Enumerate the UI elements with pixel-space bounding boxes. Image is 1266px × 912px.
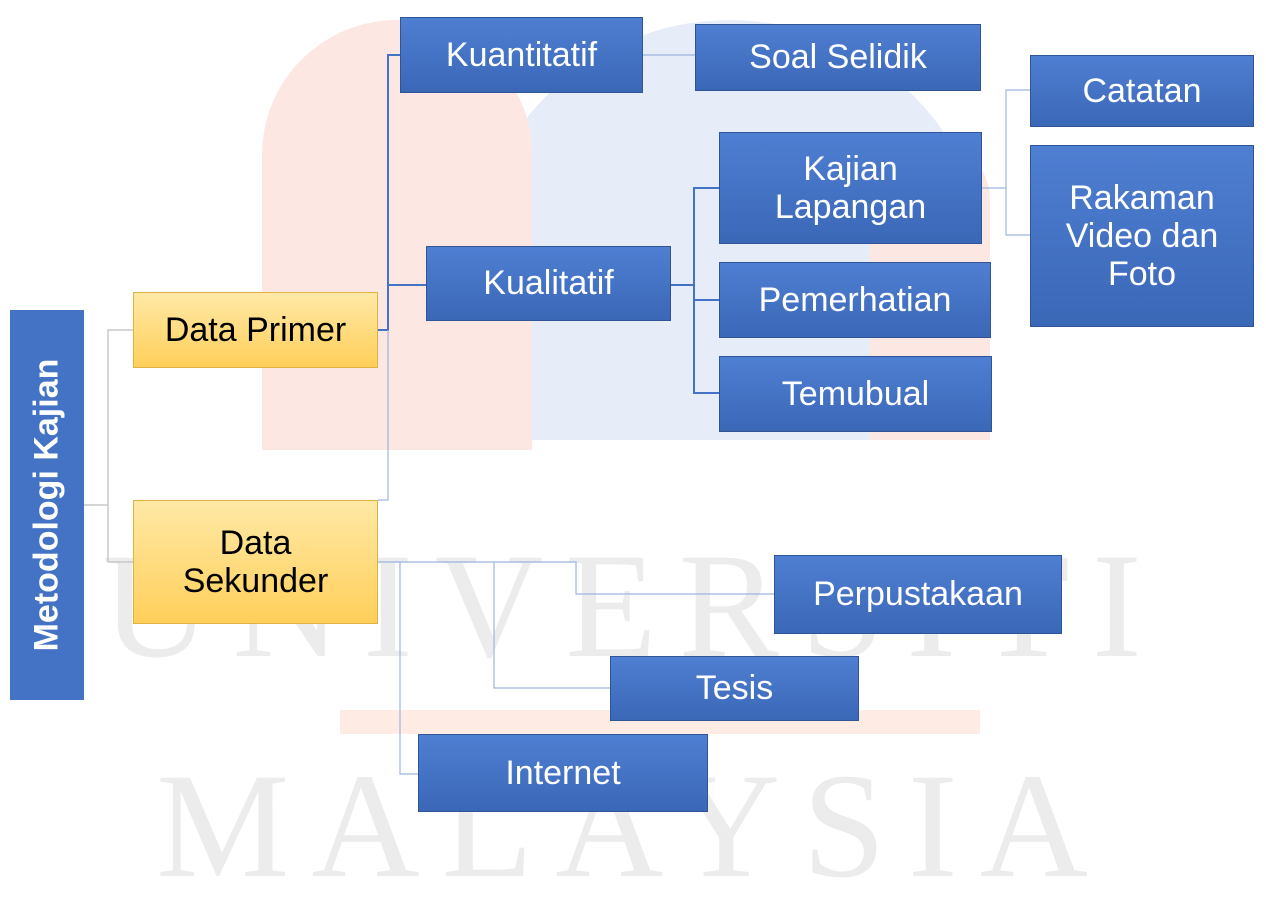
link-qualitative-observation: [693, 285, 719, 301]
diagram-canvas: UNIVERSITI MALAYSIA Metodologi Kajian Da…: [10, 17, 1254, 909]
link-root-primary: [84, 329, 133, 506]
link-primary-quantitative: [378, 54, 400, 331]
node-kualitatif: Kualitatif: [426, 246, 671, 321]
link-fieldwork-notes: [982, 89, 1030, 189]
root-node-metodologi-kajian: Metodologi Kajian: [10, 310, 84, 700]
node-data-primer: Data Primer: [133, 292, 378, 368]
node-temubual: Temubual: [719, 356, 992, 432]
link-qualitative-interview: [693, 300, 719, 394]
link-primary-qualitative: [387, 284, 426, 330]
node-data-sekunder: Data Sekunder: [133, 500, 378, 624]
link-root-secondary: [107, 505, 133, 563]
connector-lines: [84, 54, 1030, 775]
link-fieldwork-recordings: [1005, 188, 1030, 236]
link-secondary-branch: [378, 330, 389, 501]
node-kajian-lapangan: Kajian Lapangan: [719, 132, 982, 244]
node-perpustakaan: Perpustakaan: [774, 555, 1062, 634]
node-kuantitatif: Kuantitatif: [400, 17, 643, 93]
node-rakaman-video-dan-foto: Rakaman Video dan Foto: [1030, 145, 1254, 327]
link-secondary-library: [378, 561, 774, 595]
root-node-label: Metodologi Kajian: [27, 358, 66, 652]
node-pemerhatian: Pemerhatian: [719, 262, 991, 338]
node-internet: Internet: [418, 734, 708, 812]
node-catatan: Catatan: [1030, 55, 1254, 127]
link-qualitative-fieldwork: [671, 187, 719, 286]
link-secondary-internet: [399, 562, 418, 775]
link-secondary-thesis: [493, 562, 610, 689]
node-soal-selidik: Soal Selidik: [695, 24, 981, 91]
node-tesis: Tesis: [610, 656, 859, 721]
